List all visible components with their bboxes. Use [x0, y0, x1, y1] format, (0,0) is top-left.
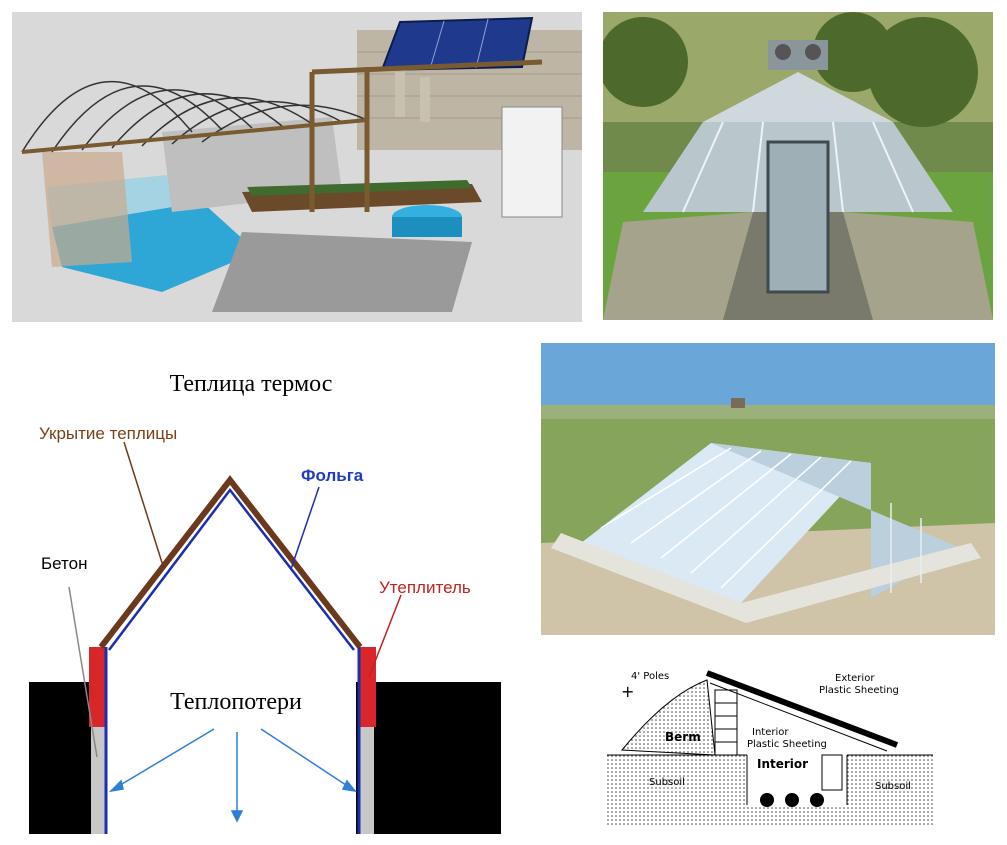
sunken-greenhouse-photo [603, 12, 993, 320]
thermos-greenhouse-diagram: Теплица термос Укрытие теплицы Фольга Бе… [29, 347, 501, 834]
sketch-label-poles: 4' Poles [631, 671, 669, 682]
pit-greenhouse-photo [541, 343, 995, 635]
label-foil: Фольга [301, 466, 364, 485]
sketch-label-exterior-1: Exterior [835, 673, 875, 684]
label-cover: Укрытие теплицы [39, 424, 177, 443]
sketch-label-exterior: Exterior Plastic Sheeting [819, 673, 899, 696]
sketch-label-berm: Berm [665, 730, 701, 744]
sketch-label-interior-sheeting-1: Interior [752, 727, 789, 738]
sketch-label-subsoil-right: Subsoil [875, 781, 911, 792]
sketch-label-interior: Interior [757, 757, 808, 771]
label-concrete: Бетон [41, 554, 87, 573]
sketch-label-interior-sheeting-2: Plastic Sheeting [747, 739, 827, 750]
pit-greenhouse-sketch: + 4' Poles Exterior Plastic Sheeting Int… [607, 655, 933, 825]
sketch-label-subsoil-left: Subsoil [649, 777, 685, 788]
label-heatloss: Теплопотери [170, 689, 302, 715]
sketch-plus: + [621, 682, 634, 701]
sketch-label-interior-sheeting: Interior Plastic Sheeting [747, 727, 827, 750]
sketch-label-exterior-2: Plastic Sheeting [819, 685, 899, 696]
diagram-title: Теплица термос [170, 371, 333, 397]
label-insulation: Утеплитель [379, 578, 471, 597]
greenhouse-3d-render [12, 12, 582, 322]
